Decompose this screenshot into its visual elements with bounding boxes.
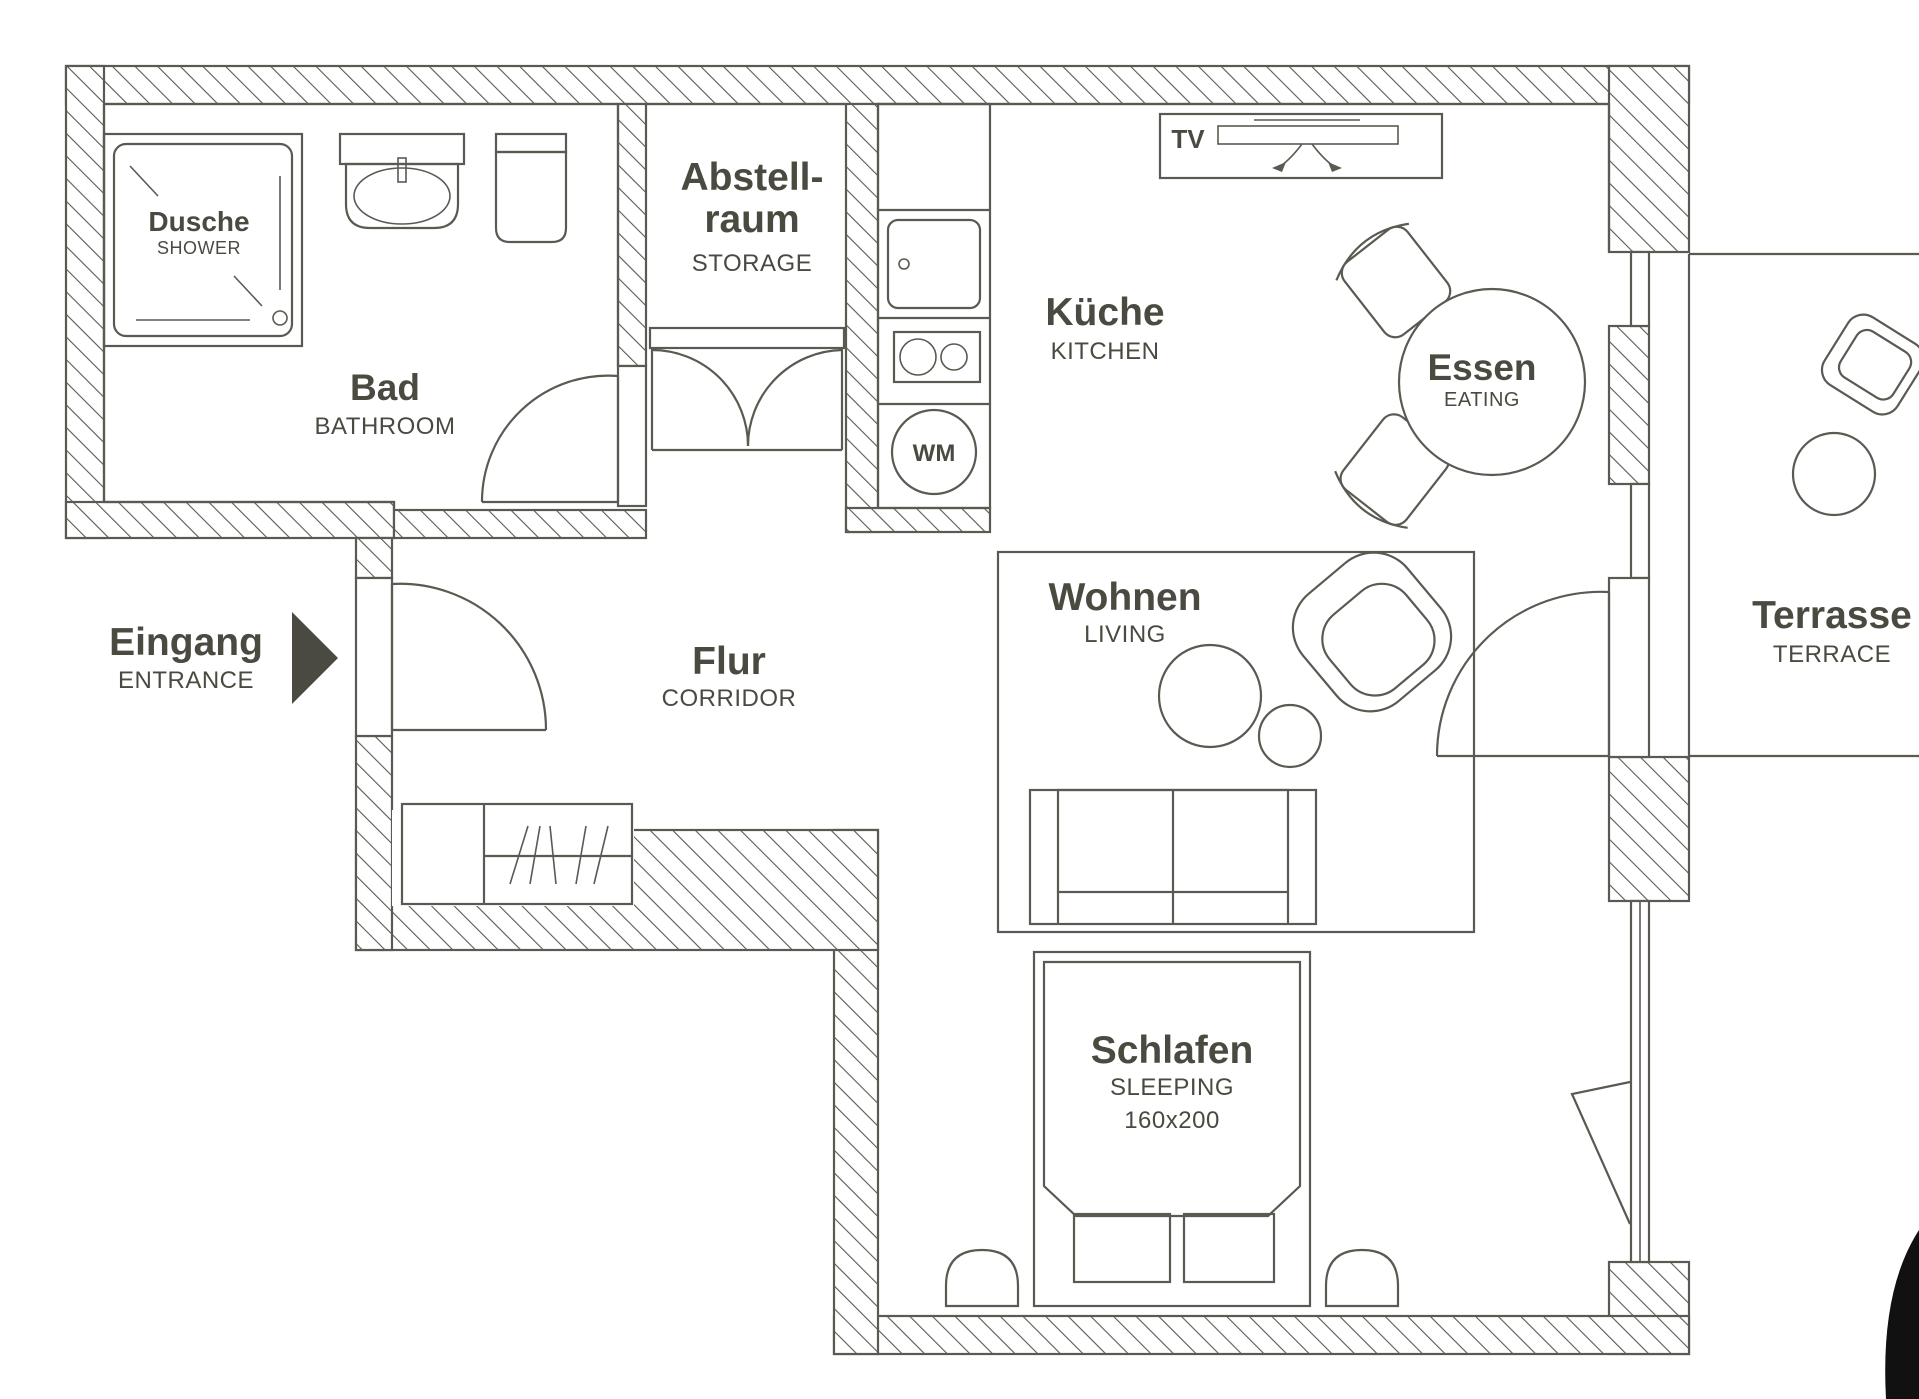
wall-left: [64, 64, 106, 540]
wall-kitchen-bottom: [844, 506, 992, 534]
terrace: [1687, 252, 1919, 758]
bathroom-door: [480, 364, 648, 508]
entrance-door-frame: [354, 576, 394, 738]
bedroom-window-sash: [1570, 1080, 1632, 1225]
terrace-door-frame: [1607, 576, 1651, 759]
label-terrace-sub: TERRACE: [1773, 641, 1891, 668]
side-table-small: [1257, 703, 1323, 769]
sink: [338, 132, 466, 230]
label-shower: Dusche: [148, 206, 249, 237]
dining-table: [1397, 287, 1587, 477]
bed: [1032, 950, 1312, 1308]
wall-bath-bottom-right: [392, 508, 648, 540]
dining-chair-top: [1335, 222, 1452, 339]
bathroom-door-swing: [480, 374, 619, 503]
label-sleeping: Schlafen: [1091, 1029, 1254, 1072]
label-shower-sub: SHOWER: [157, 238, 241, 258]
hob: [892, 330, 982, 384]
wall-top: [64, 64, 1691, 106]
label-kitchen: Küche: [1045, 291, 1164, 334]
nightstand-right: [1324, 1248, 1400, 1308]
windows: [1629, 250, 1651, 1264]
label-bathroom: Bad: [350, 367, 420, 408]
shower: [102, 132, 304, 348]
entrance-door-swing: [391, 582, 548, 731]
label-corridor-sub: CORRIDOR: [662, 685, 797, 712]
wall-corridor-left-lower: [354, 734, 394, 952]
kitchen-counter: [876, 102, 992, 510]
nightstand-left: [944, 1248, 1020, 1308]
label-bed-size: 160x200: [1124, 1107, 1220, 1134]
label-terrace: Terrasse: [1752, 594, 1912, 637]
window-right-1: [1629, 250, 1651, 328]
label-eating: Essen: [1427, 347, 1536, 388]
edge-shape: [1885, 1230, 1919, 1399]
side-table-large: [1157, 643, 1263, 749]
wall-corridor-left-upper: [354, 536, 394, 580]
entrance-arrow-icon: [292, 612, 338, 704]
label-living: Wohnen: [1048, 576, 1201, 619]
wardrobe: [400, 802, 634, 906]
bed-pillow-right: [1182, 1212, 1276, 1284]
shower-drain-icon: [272, 310, 288, 326]
label-living-sub: LIVING: [1084, 621, 1166, 648]
wall-right-lower: [1607, 755, 1691, 903]
label-entrance: Eingang: [109, 621, 263, 664]
label-tv: TV: [1171, 124, 1205, 154]
wall-right-mid: [1607, 324, 1651, 486]
washing-machine: [890, 408, 978, 496]
sofa: [1028, 788, 1318, 926]
label-storage-1: Abstell-: [680, 156, 823, 199]
label-washing-machine: WM: [913, 440, 956, 467]
label-eating-sub: EATING: [1444, 389, 1520, 411]
label-entrance-sub: ENTRANCE: [118, 667, 254, 694]
label-storage-2: raum: [704, 198, 799, 241]
bathroom-door-frame: [616, 364, 648, 508]
storage-doors: [648, 326, 846, 452]
terrace-door-swing: [1435, 590, 1610, 757]
tv-unit: [1158, 112, 1444, 180]
toilet: [494, 132, 568, 244]
window-right-2: [1629, 482, 1651, 580]
label-storage-sub: STORAGE: [692, 250, 812, 277]
wall-bottom: [832, 1314, 1691, 1356]
bed-pillow-left: [1072, 1212, 1172, 1284]
wall-storage-kitchen: [844, 102, 880, 534]
armchair: [1291, 551, 1453, 713]
living-rug: [996, 550, 1476, 934]
label-sleeping-sub: SLEEPING: [1110, 1074, 1234, 1101]
label-bathroom-sub: BATHROOM: [315, 413, 456, 440]
kitchen-sink: [886, 218, 982, 310]
wall-bath-bottom-left: [64, 500, 396, 540]
entrance-door: [354, 576, 548, 738]
label-kitchen-sub: KITCHEN: [1051, 338, 1160, 365]
label-corridor: Flur: [692, 640, 766, 683]
dining-set: [1334, 222, 1587, 529]
terrace-chair: [1820, 313, 1919, 416]
terrace-door: [1435, 576, 1651, 759]
terrace-table: [1791, 431, 1877, 517]
wall-bath-storage: [616, 102, 648, 368]
wall-right-upper: [1607, 64, 1691, 254]
